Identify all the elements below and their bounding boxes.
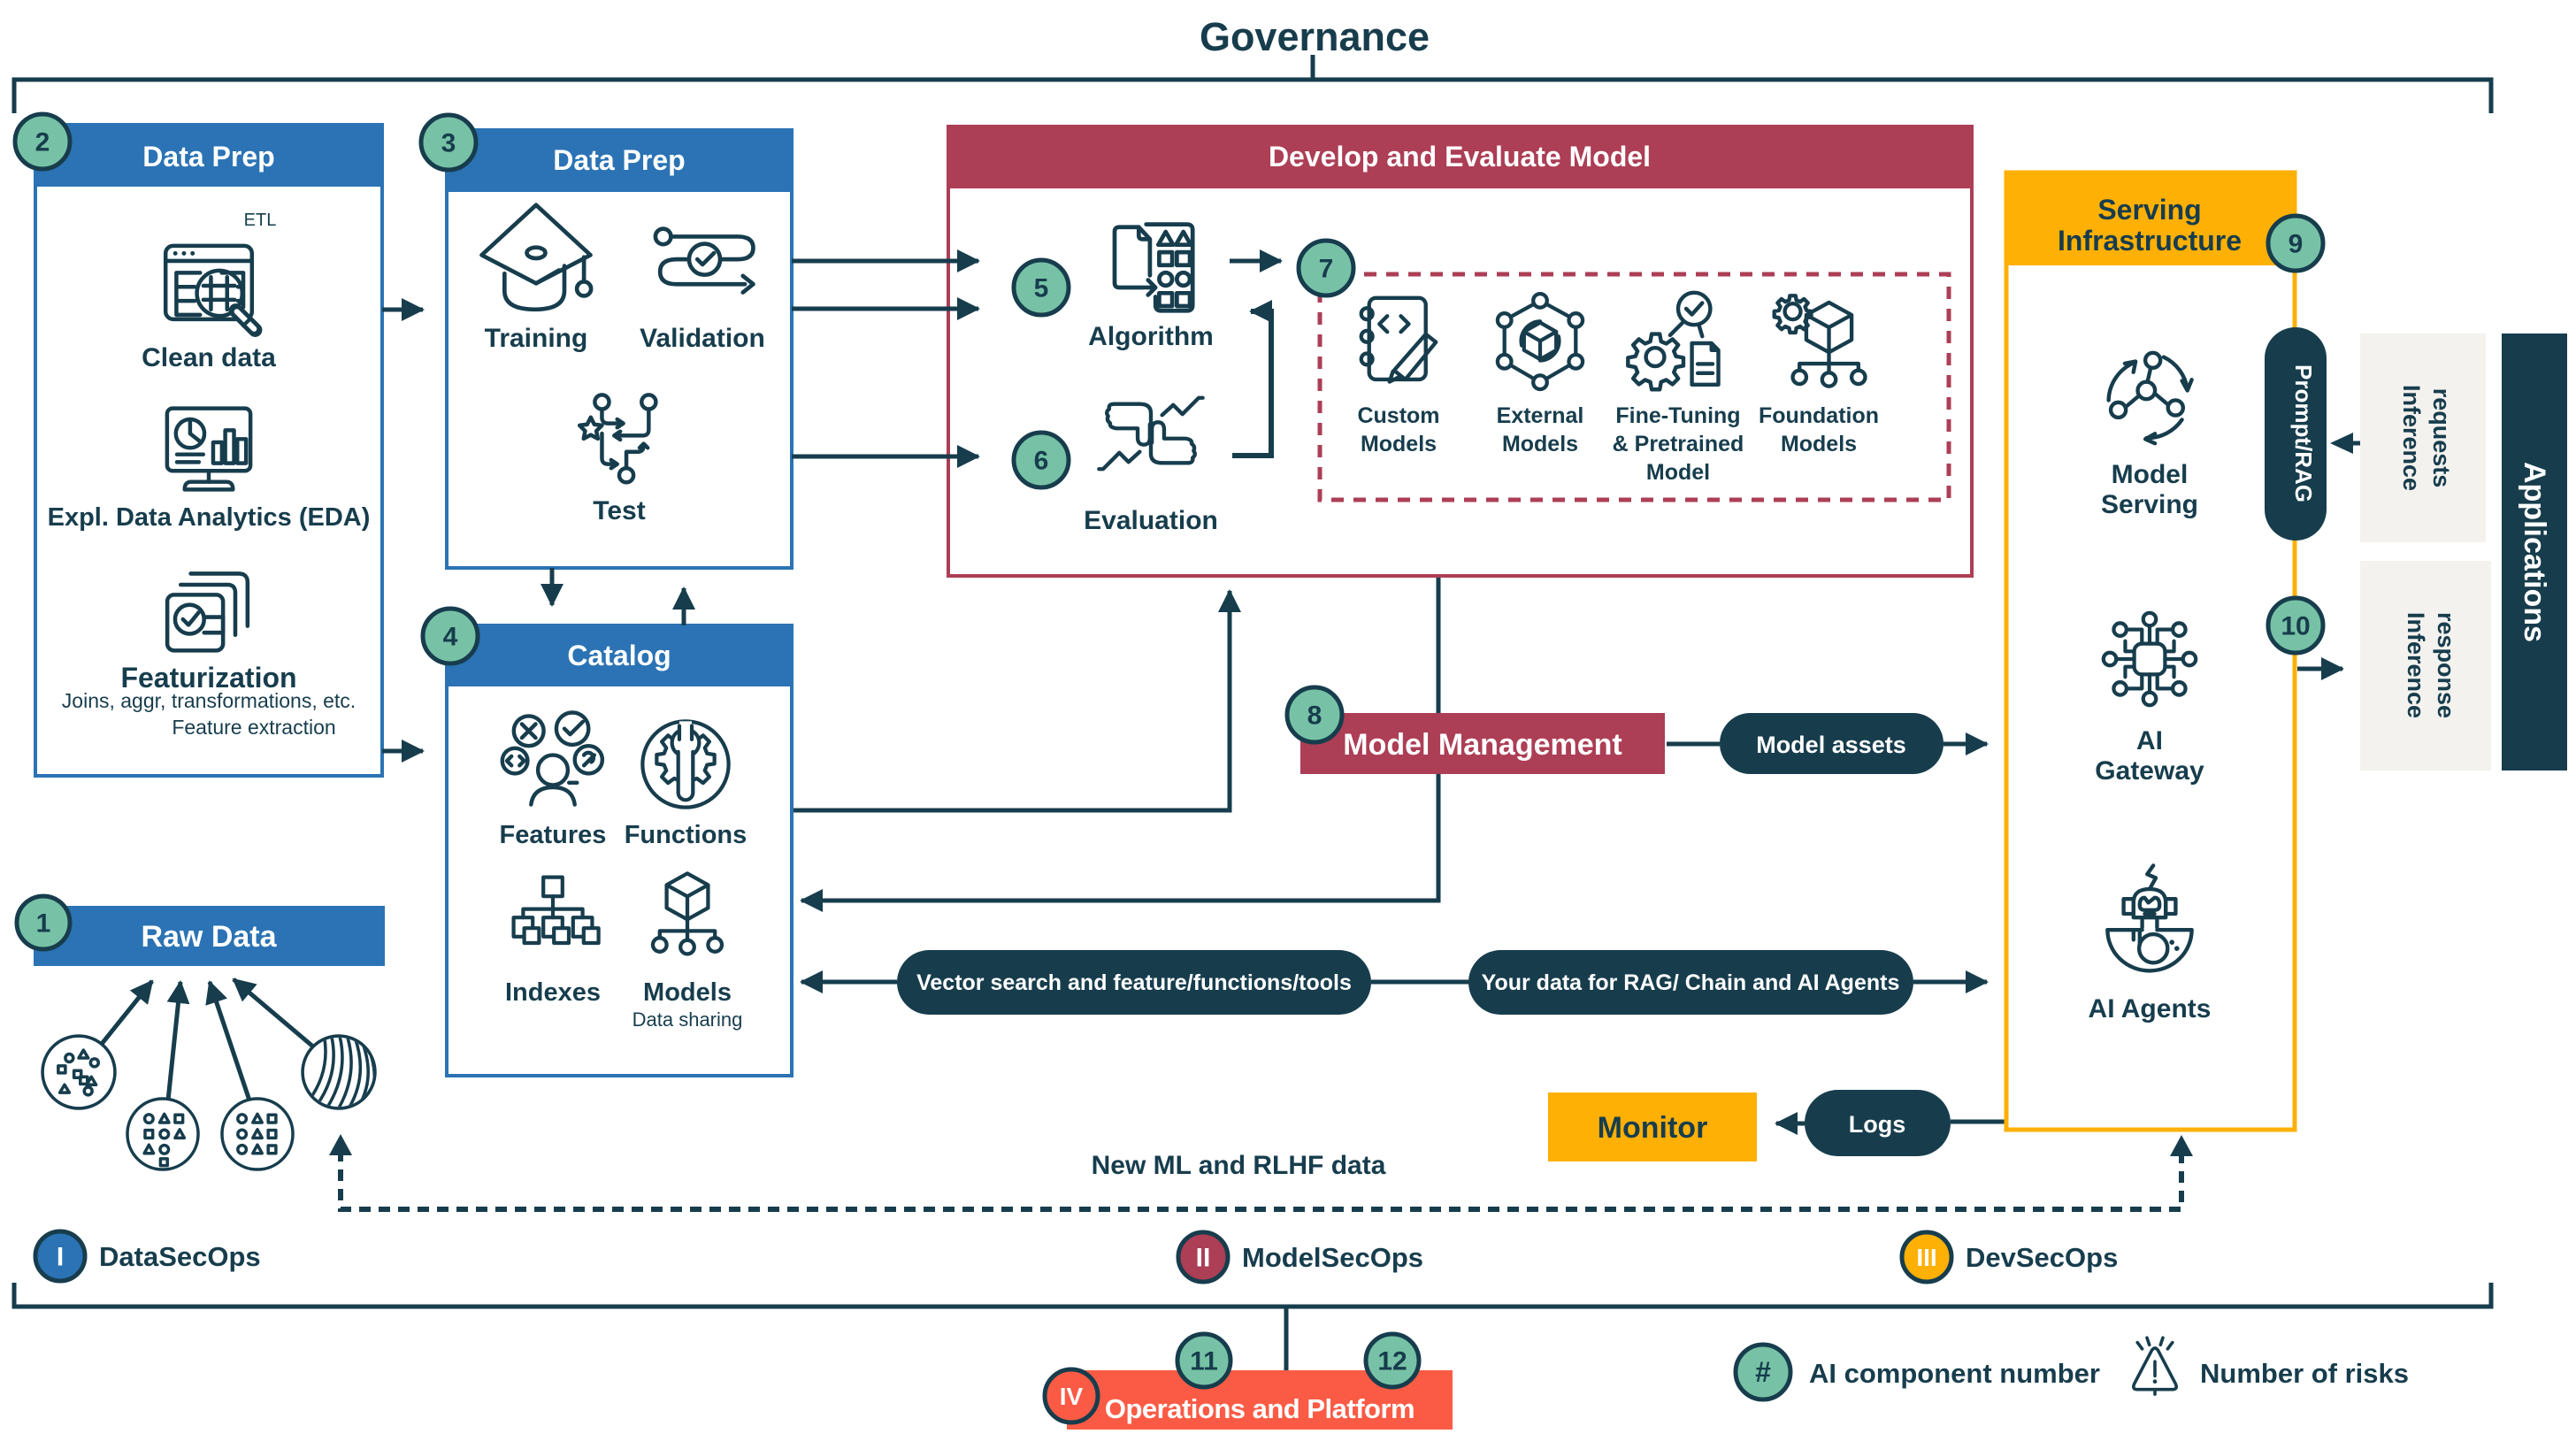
svg-text:10: 10	[2281, 612, 2310, 641]
svg-text:response: response	[2433, 612, 2459, 718]
svg-text:1: 1	[36, 909, 51, 939]
svg-text:Operations and Platform: Operations and Platform	[1105, 1393, 1414, 1424]
svg-text:AI component number: AI component number	[1809, 1358, 2100, 1389]
svg-text:Catalog: Catalog	[567, 640, 671, 671]
svg-text:Data Prep: Data Prep	[142, 141, 274, 172]
svg-text:Raw Data: Raw Data	[141, 920, 277, 954]
svg-text:Models: Models	[1502, 432, 1578, 456]
svg-text:9: 9	[2288, 230, 2304, 259]
svg-text:External: External	[1497, 403, 1584, 428]
svg-text:Models: Models	[1781, 432, 1857, 456]
svg-text:DevSecOps: DevSecOps	[1966, 1242, 2118, 1273]
svg-text:5: 5	[1034, 274, 1049, 303]
svg-text:New ML and RLHF data: New ML and RLHF data	[1092, 1151, 1386, 1180]
svg-text:#: #	[1755, 1356, 1771, 1388]
svg-text:II: II	[1196, 1244, 1211, 1273]
svg-text:Algorithm: Algorithm	[1088, 322, 1214, 351]
svg-text:Training: Training	[485, 324, 588, 353]
svg-text:Logs: Logs	[1849, 1111, 1906, 1138]
svg-text:DataSecOps: DataSecOps	[99, 1241, 261, 1272]
svg-text:2: 2	[35, 128, 50, 157]
svg-text:Test: Test	[593, 496, 645, 525]
svg-text:Model assets: Model assets	[1756, 732, 1906, 758]
svg-text:III: III	[1916, 1244, 1936, 1271]
svg-text:Feature extraction: Feature extraction	[172, 716, 335, 739]
svg-text:AI Agents: AI Agents	[2089, 994, 2212, 1024]
svg-text:AI: AI	[2136, 726, 2163, 755]
svg-text:Features: Features	[500, 821, 607, 849]
svg-text:Featurization: Featurization	[120, 662, 296, 694]
svg-text:Monitor: Monitor	[1598, 1111, 1708, 1145]
svg-text:Model: Model	[1646, 460, 1710, 485]
svg-text:11: 11	[1190, 1347, 1218, 1376]
svg-text:IV: IV	[1060, 1383, 1084, 1410]
svg-text:12: 12	[1377, 1347, 1407, 1376]
svg-text:Data sharing: Data sharing	[632, 1008, 743, 1031]
svg-text:Evaluation: Evaluation	[1084, 506, 1218, 535]
svg-text:Data Prep: Data Prep	[553, 144, 685, 176]
svg-text:8: 8	[1307, 702, 1322, 731]
svg-text:Custom: Custom	[1357, 403, 1439, 428]
svg-text:Model Management: Model Management	[1343, 728, 1622, 762]
svg-text:Indexes: Indexes	[505, 978, 601, 1007]
svg-text:Functions: Functions	[625, 821, 748, 849]
svg-text:Model: Model	[2112, 460, 2189, 489]
svg-text:I: I	[57, 1243, 64, 1272]
svg-text:Models: Models	[1361, 432, 1437, 456]
svg-text:Joins, aggr, transformations,: Joins, aggr, transformations, etc.	[62, 689, 356, 712]
svg-text:Expl. Data Analytics (EDA): Expl. Data Analytics (EDA)	[48, 503, 371, 532]
svg-text:Inference: Inference	[2403, 612, 2429, 718]
svg-text:Vector search and feature/func: Vector search and feature/functions/tool…	[916, 970, 1352, 995]
svg-text:Models: Models	[643, 978, 732, 1007]
svg-text:& Pretrained: & Pretrained	[1613, 432, 1744, 456]
svg-text:ETL: ETL	[244, 211, 277, 230]
svg-text:Serving: Serving	[2101, 490, 2198, 519]
svg-text:requests: requests	[2428, 388, 2455, 488]
svg-text:Serving: Serving	[2097, 194, 2201, 226]
svg-text:ModelSecOps: ModelSecOps	[1242, 1242, 1423, 1273]
svg-text:Your data for RAG/ Chain and A: Your data for RAG/ Chain and AI Agents	[1482, 970, 1900, 995]
svg-text:Inference: Inference	[2398, 385, 2425, 491]
svg-text:3: 3	[441, 129, 456, 158]
svg-text:7: 7	[1319, 255, 1334, 284]
svg-text:Develop and Evaluate Model: Develop and Evaluate Model	[1269, 141, 1651, 172]
svg-text:Applications: Applications	[2518, 462, 2551, 642]
svg-text:Fine-Tuning: Fine-Tuning	[1615, 403, 1740, 428]
svg-text:Foundation: Foundation	[1759, 403, 1879, 428]
svg-text:Prompt/RAG: Prompt/RAG	[2290, 364, 2317, 502]
svg-text:Infrastructure: Infrastructure	[2058, 225, 2242, 257]
svg-text:Validation: Validation	[640, 324, 765, 353]
svg-text:4: 4	[443, 623, 458, 652]
svg-text:Number of risks: Number of risks	[2200, 1358, 2409, 1389]
svg-text:Clean data: Clean data	[142, 343, 276, 372]
svg-text:Governance: Governance	[1200, 14, 1430, 59]
svg-text:Gateway: Gateway	[2095, 756, 2204, 786]
svg-text:6: 6	[1034, 447, 1049, 476]
